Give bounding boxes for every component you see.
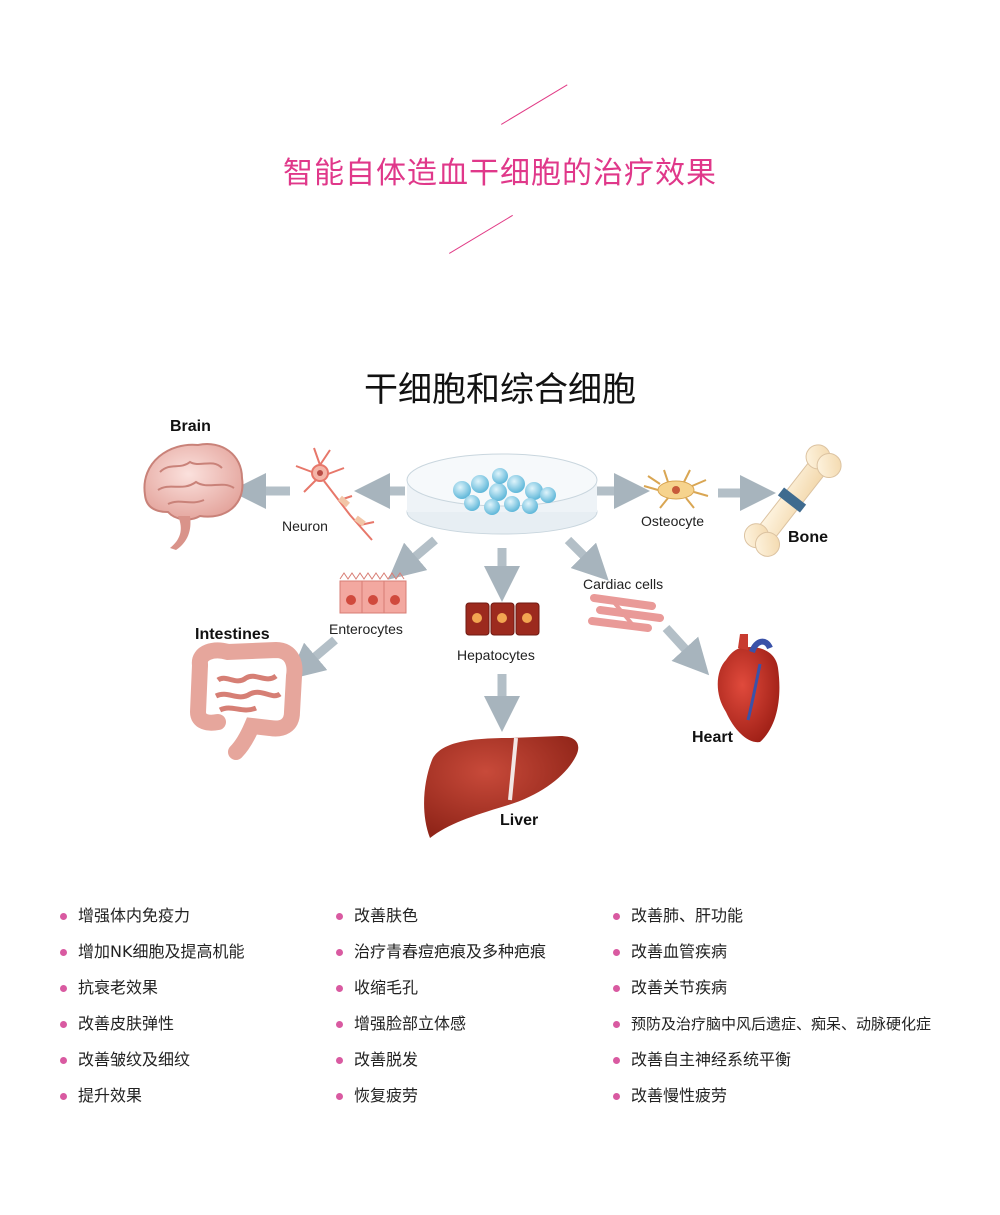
list-item: 提升效果 [60,1083,244,1119]
list-item: 改善自主神经系统平衡 [613,1047,931,1083]
benefits-column-1: 增强体内免疫力 增加NK细胞及提高机能 抗衰老效果 改善皮肤弹性 改善皱纹及细纹… [60,903,244,1119]
neuron-label: Neuron [282,518,328,534]
osteocyte-icon [643,469,709,509]
arrows [230,473,776,732]
bullet-icon [613,1093,620,1100]
list-item: 改善关节疾病 [613,975,931,1011]
bullet-icon [60,913,67,920]
liver-label: Liver [500,812,538,829]
bullet-icon [60,949,67,956]
list-item: 改善皱纹及细纹 [60,1047,244,1083]
benefits-column-2: 改善肤色 治疗青春痘疤痕及多种疤痕 收缩毛孔 增强脸部立体感 改善脱发 恢复疲劳 [336,903,546,1119]
brain-label: Brain [170,418,211,435]
list-item: 抗衰老效果 [60,975,244,1011]
bullet-icon [336,949,343,956]
list-item: 改善慢性疲劳 [613,1083,931,1119]
top-accent-line [501,84,568,125]
bullet-icon [336,1093,343,1100]
bullet-icon [336,1057,343,1064]
bullet-icon [60,1057,67,1064]
bullet-icon [613,1057,620,1064]
list-item: 改善肺、肝功能 [613,903,931,939]
bullet-icon [613,949,620,956]
intestines-icon [189,641,303,760]
bottom-accent-line [449,214,513,254]
list-item: 收缩毛孔 [336,975,546,1011]
hepatocytes-label: Hepatocytes [457,647,535,663]
cardiac-cells-label: Cardiac cells [583,576,663,592]
list-item: 增加NK细胞及提高机能 [60,939,244,975]
heart-label: Heart [692,729,734,746]
benefits-column-3: 改善肺、肝功能 改善血管疾病 改善关节疾病 预防及治疗脑中风后遗症、痴呆、动脉硬… [613,903,931,1119]
liver-icon [424,736,579,838]
bone-label: Bone [788,529,828,546]
list-item: 改善肤色 [336,903,546,939]
bullet-icon [336,913,343,920]
intestines-label: Intestines [195,626,270,643]
page-title: 智能自体造血干细胞的治疗效果 [283,156,717,191]
bullet-icon [60,985,67,992]
bullet-icon [336,985,343,992]
list-item: 恢复疲劳 [336,1083,546,1119]
diagram-title: 干细胞和综合细胞 [364,370,636,410]
list-item: 预防及治疗脑中风后遗症、痴呆、动脉硬化症 [613,1011,931,1047]
hepatocytes-icon [465,602,540,636]
stem-cell-diagram: Brain Neuron Osteocyte Bone Enterocytes [143,418,842,838]
neuron-icon [295,447,375,541]
enterocytes-icon [339,572,407,614]
bullet-icon [613,985,620,992]
list-item: 改善脱发 [336,1047,546,1083]
bullet-icon [60,1021,67,1028]
list-item: 增强脸部立体感 [336,1011,546,1047]
bullet-icon [613,1021,620,1028]
enterocytes-label: Enterocytes [329,621,403,637]
cardiac-cells-icon [588,594,664,632]
list-item: 增强体内免疫力 [60,903,244,939]
list-item: 治疗青春痘疤痕及多种疤痕 [336,939,546,975]
brain-icon [143,443,244,550]
heart-icon [717,634,780,743]
bullet-icon [336,1021,343,1028]
petri-dish [406,453,598,535]
bone-icon [743,444,842,557]
osteocyte-label: Osteocyte [641,513,704,529]
bullet-icon [613,913,620,920]
list-item: 改善血管疾病 [613,939,931,975]
list-item: 改善皮肤弹性 [60,1011,244,1047]
bullet-icon [60,1093,67,1100]
